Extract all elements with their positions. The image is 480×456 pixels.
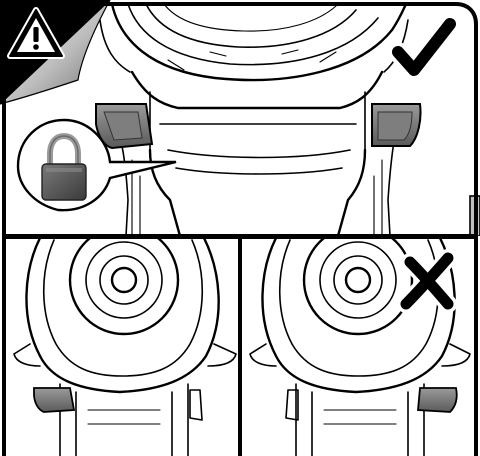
right-release-button (371, 103, 422, 147)
warning-triangle-icon (7, 7, 65, 59)
rotor-ring-outer-right (302, 238, 414, 336)
rotor-ring-outer (68, 238, 180, 336)
bottom-right-illustration (249, 238, 471, 456)
housing-outline-right (261, 238, 456, 394)
housing-outline-left (25, 238, 220, 394)
tool-body-outline (148, 148, 367, 236)
top-panel-locked-illustration (16, 2, 480, 236)
left-release-button (95, 103, 154, 150)
tool-head-outline (110, 2, 408, 82)
warning-corner (0, 0, 111, 105)
check-mark-icon (388, 14, 460, 80)
bottom-left-illustration (13, 238, 237, 456)
x-mark-icon (397, 249, 457, 313)
bottom-right-release-button (417, 387, 458, 413)
padlock-icon (41, 132, 87, 201)
top-panel-frame (2, 2, 478, 238)
bottom-left-release-button (33, 387, 76, 413)
